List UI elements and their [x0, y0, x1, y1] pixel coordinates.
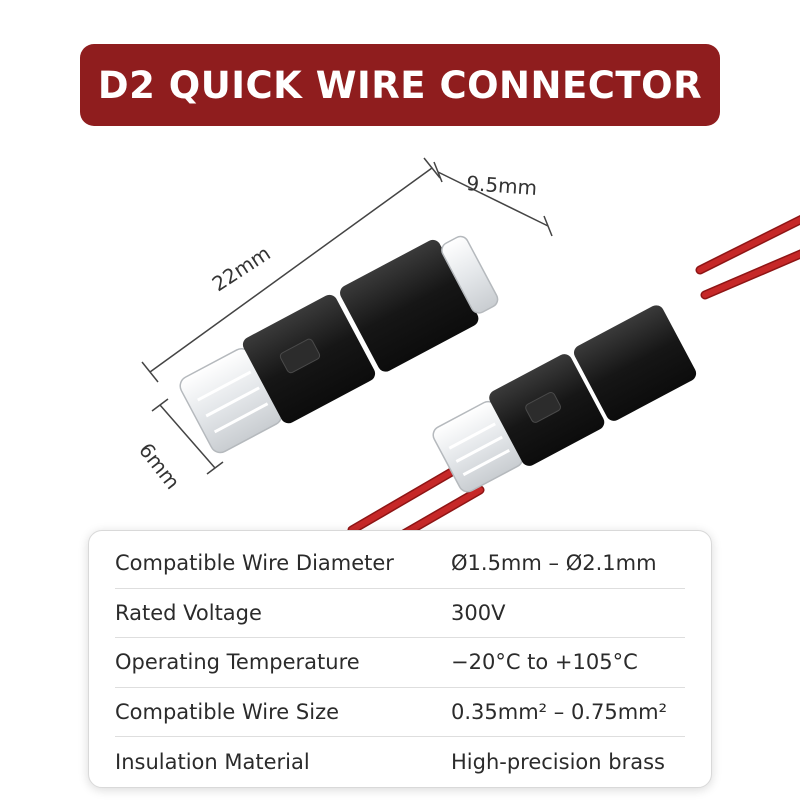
spec-value: 300V: [451, 600, 506, 625]
spec-value: −20°C to +105°C: [451, 650, 638, 675]
connector-right: [432, 305, 697, 493]
spec-label: Compatible Wire Size: [115, 700, 340, 725]
spec-row: Operating Temperature −20°C to +105°C: [115, 638, 685, 688]
dimension-width-label: 9.5mm: [466, 171, 538, 200]
connector-illustration: 9.5mm 22mm 6mm: [134, 157, 800, 540]
spec-label: Operating Temperature: [115, 650, 360, 675]
spec-row: Insulation Material High-precision brass: [115, 737, 685, 787]
spec-value: 0.35mm² – 0.75mm²: [451, 700, 668, 725]
spec-label: Rated Voltage: [115, 600, 262, 625]
spec-row: Compatible Wire Size 0.35mm² – 0.75mm²: [115, 688, 685, 738]
spec-value: High-precision brass: [451, 750, 665, 775]
page-title: D2 QUICK WIRE CONNECTOR: [97, 63, 703, 107]
spec-label: Insulation Material: [115, 750, 310, 775]
spec-row: Compatible Wire Diameter Ø1.5mm – Ø2.1mm: [115, 539, 685, 589]
spec-value: Ø1.5mm – Ø2.1mm: [451, 551, 657, 576]
spec-label: Compatible Wire Diameter: [115, 551, 394, 576]
dimension-height-label: 6mm: [134, 438, 185, 494]
spec-row: Rated Voltage 300V: [115, 589, 685, 639]
connector-left: [179, 235, 499, 454]
dimension-lines: [141, 157, 553, 475]
wires: [347, 214, 800, 540]
dimension-length-label: 22mm: [208, 241, 275, 296]
spec-table: Compatible Wire Diameter Ø1.5mm – Ø2.1mm…: [88, 530, 712, 788]
title-banner: D2 QUICK WIRE CONNECTOR: [80, 44, 720, 126]
